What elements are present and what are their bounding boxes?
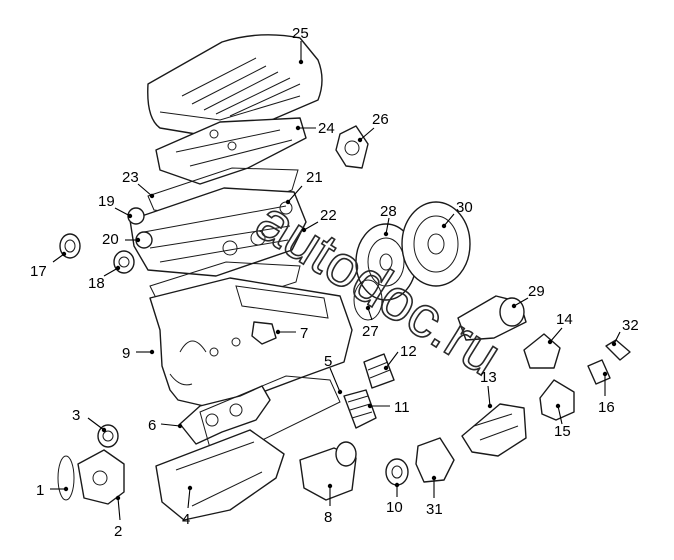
- part-belt[interactable]: [57, 455, 75, 501]
- callout-31: 31: [426, 501, 443, 518]
- part-pulley-17[interactable]: [59, 233, 81, 259]
- callout-28: 28: [380, 203, 397, 220]
- callout-19: 19: [98, 193, 115, 210]
- part-clutch-disc[interactable]: [401, 201, 471, 287]
- callout-30: 30: [456, 199, 473, 216]
- callout-3: 3: [72, 407, 80, 424]
- callout-16: 16: [598, 399, 615, 416]
- leader-lines: [50, 41, 621, 521]
- part-cylinder-head[interactable]: [127, 187, 307, 277]
- callout-11: 11: [394, 399, 410, 416]
- callout-29: 29: [528, 283, 545, 300]
- part-31[interactable]: [415, 437, 455, 483]
- callout-10: 10: [386, 499, 403, 516]
- callout-4: 4: [182, 511, 190, 528]
- callout-12: 12: [400, 343, 417, 360]
- part-bracket-15[interactable]: [539, 379, 575, 421]
- callout-17: 17: [30, 263, 47, 280]
- part-engine-cover[interactable]: [147, 34, 323, 135]
- callout-8: 8: [324, 509, 332, 526]
- callout-27: 27: [362, 323, 379, 340]
- part-7[interactable]: [251, 321, 277, 345]
- callout-14: 14: [556, 311, 573, 328]
- callout-6: 6: [148, 417, 156, 434]
- part-ring-27[interactable]: [353, 279, 383, 321]
- callout-24: 24: [318, 120, 335, 137]
- callout-5: 5: [324, 353, 332, 370]
- callout-21: 21: [306, 169, 323, 186]
- callout-13: 13: [480, 369, 497, 386]
- part-14[interactable]: [523, 333, 561, 369]
- callout-1: 1: [36, 482, 44, 499]
- callout-20: 20: [102, 231, 119, 248]
- part-injection-pump[interactable]: [461, 403, 527, 457]
- part-filter-11[interactable]: [343, 389, 377, 429]
- part-8[interactable]: [299, 441, 357, 501]
- callout-labels: 1 2 3 4 5 6 7 8 9 10 11 12 13 14 15 16 1…: [30, 25, 639, 540]
- callout-22: 22: [320, 207, 337, 224]
- part-valve-cover-gasket[interactable]: [147, 167, 299, 219]
- part-valve-cover[interactable]: [155, 117, 307, 185]
- part-crankshaft[interactable]: [179, 385, 271, 445]
- callout-7: 7: [300, 325, 308, 342]
- callout-18: 18: [88, 275, 105, 292]
- part-flywheel[interactable]: [355, 223, 417, 301]
- part-oil-pump[interactable]: [77, 449, 125, 505]
- part-oil-pan[interactable]: [155, 429, 285, 521]
- callout-15: 15: [554, 423, 571, 440]
- callout-2: 2: [114, 523, 122, 540]
- part-sensor[interactable]: [335, 125, 369, 169]
- part-starter[interactable]: [457, 295, 527, 341]
- callout-23: 23: [122, 169, 139, 186]
- callout-9: 9: [122, 345, 130, 362]
- part-engine-block[interactable]: [149, 277, 353, 407]
- callout-25: 25: [292, 25, 309, 42]
- part-clip-32[interactable]: [605, 339, 631, 361]
- callout-26: 26: [372, 111, 389, 128]
- part-filter-12[interactable]: [363, 353, 395, 389]
- callout-32: 32: [622, 317, 639, 334]
- part-pulley-10[interactable]: [385, 458, 409, 486]
- part-clip-16[interactable]: [587, 359, 611, 385]
